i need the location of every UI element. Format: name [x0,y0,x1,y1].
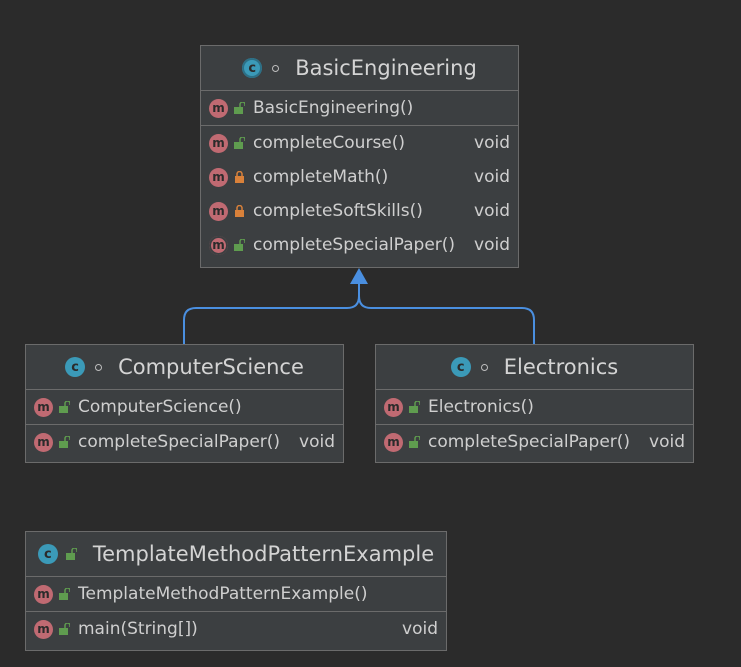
return-type: void [474,167,510,187]
method-icon: m [34,584,53,604]
class-name: Electronics [503,355,619,379]
method-row[interactable]: m main(String[]) void [26,612,446,646]
class-header: c TemplateMethodPatternExample [26,532,446,577]
constructor-row[interactable]: m BasicEngineering() [201,91,518,125]
return-type: void [474,133,510,153]
return-type: void [649,432,685,452]
method-icon: m [34,397,53,417]
method-row[interactable]: m completeMath() void [201,160,518,194]
method-name: completeSoftSkills() [253,201,423,221]
class-electronics[interactable]: c Electronics m Electronics() m complete… [375,344,694,463]
static-method-icon: m [34,619,53,639]
abstract-method-icon: m [209,235,228,255]
class-name: ComputerScience [118,355,304,379]
class-name: TemplateMethodPatternExample [92,542,435,566]
return-type: void [474,235,510,255]
method-icon: m [34,432,53,452]
public-lock-open-icon [59,436,70,448]
method-name: completeSpecialPaper() [78,432,281,452]
method-icon: m [209,98,228,118]
method-icon: m [384,397,403,417]
package-private-dot-icon [95,363,103,371]
constructor-name: ComputerScience() [78,397,242,417]
method-row[interactable]: m completeCourse() void [201,126,518,160]
constructor-name: Electronics() [428,397,534,417]
package-private-dot-icon [272,64,280,72]
method-icon: m [209,167,228,187]
inheritance-line-electronics [358,283,535,344]
constructors-section: m BasicEngineering() [201,91,518,126]
inheritance-line-computerscience [183,283,360,344]
method-row[interactable]: m completeSpecialPaper() void [376,425,693,459]
public-lock-open-icon [409,436,420,448]
method-row[interactable]: m completeSpecialPaper() void [26,425,343,459]
public-lock-open-icon [234,137,245,149]
class-header: c ComputerScience [26,345,343,390]
runnable-class-icon: c [37,544,58,564]
public-lock-open-icon [409,401,420,413]
private-lock-icon [235,171,244,183]
method-row[interactable]: m completeSoftSkills() void [201,194,518,228]
method-name: completeCourse() [253,133,406,153]
public-lock-open-icon [234,102,245,114]
public-lock-open-icon [59,588,70,600]
constructors-section: m TemplateMethodPatternExample() [26,577,446,612]
methods-section: m completeSpecialPaper() void [26,425,343,459]
constructor-name: TemplateMethodPatternExample() [78,584,368,604]
method-icon: m [209,201,228,221]
class-header: c BasicEngineering [201,46,518,91]
overridable-method-icon: m [209,133,228,153]
class-icon: c [65,357,86,377]
constructor-row[interactable]: m ComputerScience() [26,390,343,424]
methods-section: m completeCourse() void m completeMath()… [201,126,518,262]
class-template-method-pattern-example[interactable]: c TemplateMethodPatternExample m Templat… [25,531,447,651]
return-type: void [474,201,510,221]
return-type: void [402,619,438,639]
class-header: c Electronics [376,345,693,390]
method-name: completeMath() [253,167,389,187]
method-name: main(String[]) [78,619,198,639]
constructors-section: m Electronics() [376,390,693,425]
public-lock-open-icon [65,548,77,560]
method-row[interactable]: m completeSpecialPaper() void [201,228,518,262]
class-icon: c [450,357,471,377]
return-type: void [299,432,335,452]
inheritance-arrowhead [350,268,368,284]
private-lock-icon [235,205,244,217]
method-name: completeSpecialPaper() [428,432,631,452]
constructors-section: m ComputerScience() [26,390,343,425]
abstract-class-icon: c [242,58,263,78]
class-name: BasicEngineering [295,56,477,80]
public-lock-open-icon [59,401,70,413]
method-name: completeSpecialPaper() [253,235,456,255]
constructor-row[interactable]: m Electronics() [376,390,693,424]
package-private-dot-icon [480,363,488,371]
class-computer-science[interactable]: c ComputerScience m ComputerScience() m … [25,344,344,463]
methods-section: m main(String[]) void [26,612,446,646]
methods-section: m completeSpecialPaper() void [376,425,693,459]
constructor-row[interactable]: m TemplateMethodPatternExample() [26,577,446,611]
public-lock-open-icon [234,239,245,251]
class-basic-engineering[interactable]: c BasicEngineering m BasicEngineering() … [200,45,519,268]
constructor-name: BasicEngineering() [253,98,414,118]
method-icon: m [384,432,403,452]
public-lock-open-icon [59,623,70,635]
